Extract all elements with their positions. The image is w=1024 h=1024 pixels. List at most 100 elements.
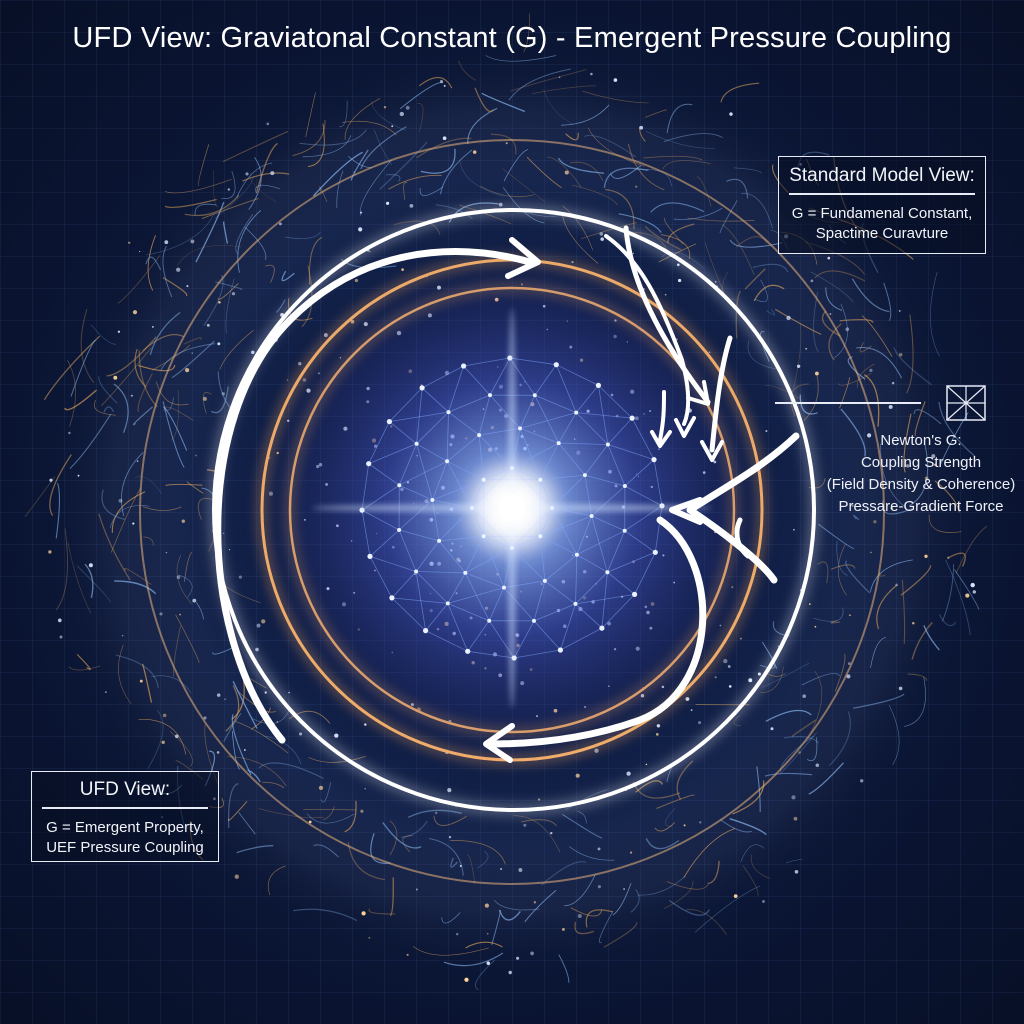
lattice-node [488, 393, 492, 397]
field-particle [364, 788, 366, 790]
field-particle [630, 852, 632, 854]
lattice-node [397, 483, 401, 487]
field-particle [132, 523, 134, 525]
field-particle [771, 727, 774, 730]
field-particle [786, 316, 790, 320]
field-particle [816, 764, 820, 768]
field-particle [244, 749, 246, 751]
lattice-node [558, 647, 563, 652]
field-particle [440, 80, 443, 83]
field-particle [456, 933, 459, 936]
lattice-node [574, 411, 578, 415]
field-particle [175, 735, 179, 739]
field-particle [599, 232, 603, 236]
field-particle [60, 636, 63, 639]
field-particle [715, 676, 717, 678]
field-particle [360, 212, 362, 214]
field-particle [386, 202, 389, 205]
field-particle [355, 279, 358, 282]
field-particle [401, 268, 404, 271]
field-particle [447, 788, 451, 792]
field-particle [191, 352, 193, 354]
field-particle [257, 624, 261, 628]
field-particle [368, 937, 370, 939]
field-particle [791, 795, 795, 799]
lattice-node [651, 457, 656, 462]
field-particle [217, 693, 221, 697]
field-particle [384, 106, 386, 108]
field-particle [186, 285, 188, 287]
field-particle [176, 268, 180, 272]
field-particle [207, 324, 210, 327]
field-particle [559, 76, 561, 78]
field-particle [133, 310, 137, 314]
field-particle [590, 73, 593, 76]
lattice-node [538, 478, 542, 482]
field-particle [870, 552, 871, 553]
field-particle [765, 430, 767, 432]
field-particle [190, 239, 194, 243]
field-particle [802, 694, 806, 698]
field-particle [139, 251, 140, 252]
field-particle [729, 685, 732, 688]
lattice-grid-icon [946, 385, 986, 421]
field-particle [665, 294, 667, 296]
field-particle [633, 253, 634, 254]
lattice-node [397, 528, 401, 532]
field-particle [971, 583, 975, 587]
field-particle [288, 692, 289, 693]
field-particle [523, 824, 526, 827]
field-particle [228, 188, 230, 190]
field-particle [277, 721, 278, 722]
lattice-node [446, 601, 450, 605]
field-particle [203, 397, 207, 401]
field-particle [255, 648, 259, 652]
field-particle [809, 603, 811, 605]
field-particle [217, 342, 220, 345]
field-particle [334, 733, 338, 737]
lattice-node [367, 554, 372, 559]
field-particle [177, 575, 181, 579]
field-particle [364, 723, 366, 725]
field-particle [657, 724, 660, 727]
field-particle [762, 900, 765, 903]
field-particle [464, 978, 468, 982]
field-particle [530, 952, 534, 956]
field-particle [500, 868, 502, 870]
field-particle [538, 798, 540, 800]
field-particle [623, 888, 625, 890]
field-particle [734, 894, 738, 898]
field-particle [444, 85, 446, 87]
field-particle [68, 432, 70, 434]
field-particle [232, 292, 235, 295]
field-particle [78, 475, 80, 477]
field-particle [805, 348, 807, 350]
field-particle [869, 369, 872, 372]
lattice-node [605, 570, 609, 574]
lattice-node [477, 433, 481, 437]
field-particle [729, 112, 732, 115]
field-particle [195, 455, 197, 457]
field-particle [899, 687, 903, 691]
ufd-heading: UFD View: [32, 779, 218, 801]
field-particle [137, 460, 138, 461]
field-particle [550, 832, 552, 834]
lattice-node [632, 592, 637, 597]
field-particle [849, 614, 851, 616]
lattice-node [482, 478, 486, 482]
field-particle [122, 635, 123, 636]
field-particle [895, 584, 898, 587]
field-particle [889, 405, 893, 409]
field-particle [748, 678, 752, 682]
field-particle [578, 914, 582, 918]
field-particle [416, 889, 418, 891]
field-particle [487, 933, 489, 935]
field-particle [794, 817, 798, 821]
field-particle [562, 928, 565, 931]
lattice-node [532, 619, 536, 623]
lattice-node [533, 393, 537, 397]
field-particle [435, 812, 437, 814]
field-particle [506, 142, 508, 144]
field-particle [192, 599, 196, 603]
